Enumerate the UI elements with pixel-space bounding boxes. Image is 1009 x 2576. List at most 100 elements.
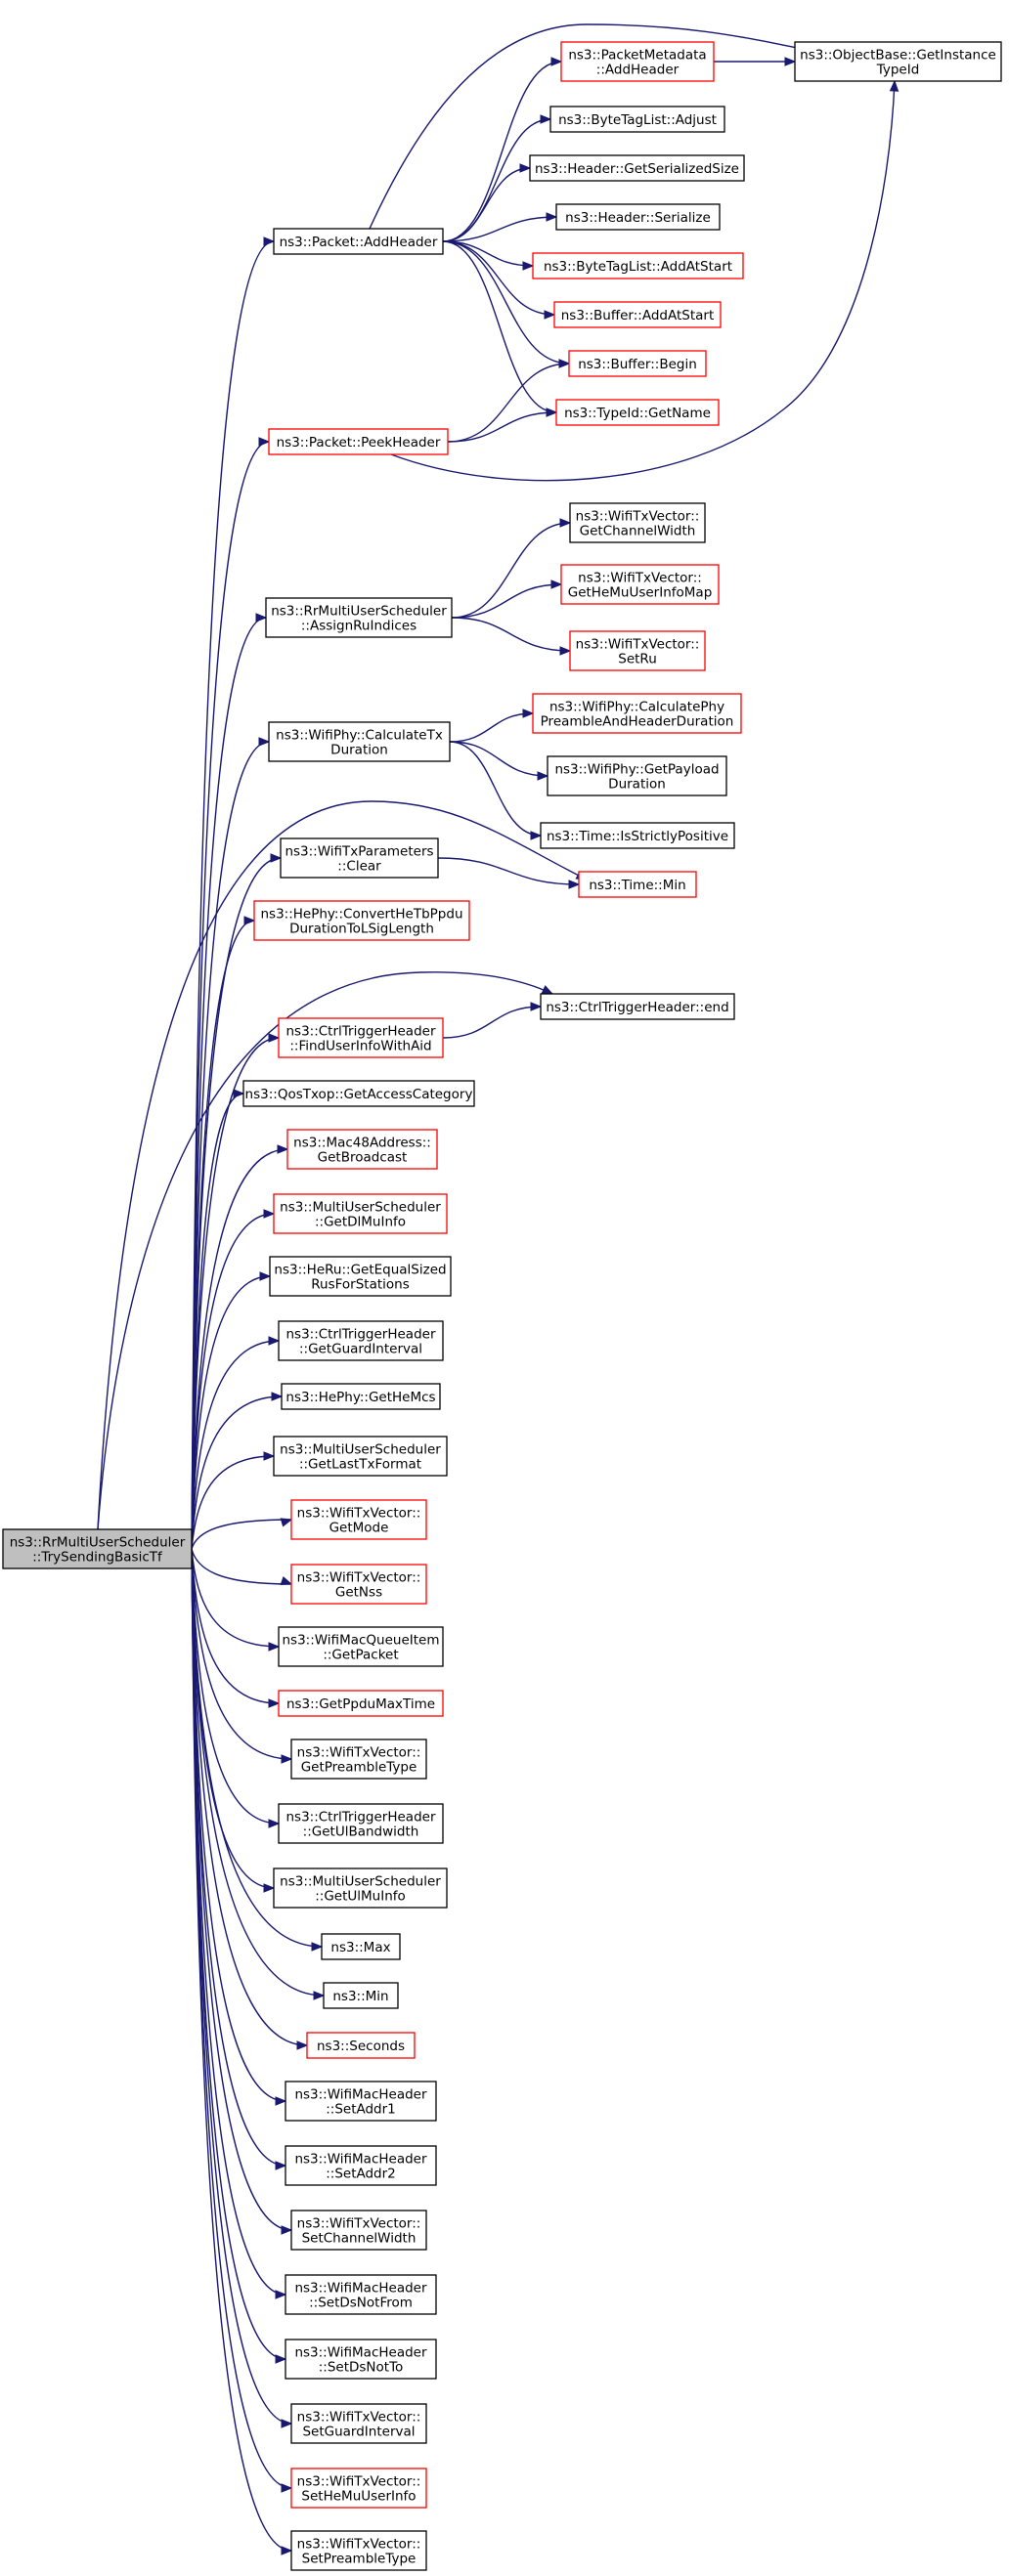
call-edge-root-to-wifitxvector_getmode <box>191 1518 293 1550</box>
node-label-line: ns3::RrMultiUserScheduler <box>271 604 447 620</box>
node-time_min[interactable]: ns3::Time::Min <box>578 871 697 898</box>
node-box <box>273 1868 448 1909</box>
node-bytetaglist_adjust[interactable]: ns3::ByteTagList::Adjust <box>549 106 725 133</box>
arrowhead-icon <box>784 57 797 66</box>
node-box <box>569 502 706 543</box>
node-label-line: ns3::Mac48Address:: <box>293 1136 431 1151</box>
node-ctrltriggerheader_getulbandwidth[interactable]: ns3::CtrlTriggerHeader::GetUlBandwidth <box>278 1803 444 1844</box>
node-label-line: ns3::CtrlTriggerHeader <box>285 1810 435 1825</box>
node-hephy_gethemcs[interactable]: ns3::HePhy::GetHeMcs <box>281 1383 441 1410</box>
node-label-line: ns3::MultiUserScheduler <box>280 1874 441 1890</box>
node-wifimacheader_setaddr2[interactable]: ns3::WifiMacHeader::SetAddr2 <box>285 2145 437 2186</box>
arrowhead-icon <box>268 1033 281 1043</box>
arrowhead-icon <box>550 580 563 589</box>
node-box <box>323 1982 399 2009</box>
arrowhead-icon <box>889 79 899 92</box>
node-label-line: ns3::Packet::AddHeader <box>280 235 438 250</box>
node-wifitxvector_getchannelwidth[interactable]: ns3::WifiTxVector::GetChannelWidth <box>569 502 706 543</box>
arrowhead-icon <box>270 853 283 863</box>
call-edge-root-to-wifimacheader_setdsnotto <box>191 1548 287 2364</box>
call-edge-root-to-wifitxvector_getnss <box>191 1548 293 1585</box>
node-wifitxvector_setchannelwidth[interactable]: ns3::WifiTxVector::SetChannelWidth <box>290 2210 427 2251</box>
node-bytetaglist_addatstart[interactable]: ns3::ByteTagList::AddAtStart <box>532 252 744 279</box>
edge-line <box>191 1548 292 1585</box>
node-label-line: SetPreambleType <box>302 2552 417 2567</box>
node-header_serialize[interactable]: ns3::Header::Serialize <box>555 203 721 231</box>
node-buffer_addatstart[interactable]: ns3::Buffer::AddAtStart <box>553 301 722 328</box>
node-mus_getlasttxformat[interactable]: ns3::MultiUserScheduler::GetLastTxFormat <box>273 1436 448 1477</box>
node-box <box>547 755 727 796</box>
call-edge-packet_addheader-to-header_getserializedsize <box>442 163 532 242</box>
call-edge-root-to-mus_getdlmuinfo <box>191 1209 276 1550</box>
node-wifitxvector_getmode[interactable]: ns3::WifiTxVector::GetMode <box>290 1499 427 1540</box>
node-label-line: ns3::WifiPhy::GetPayload <box>554 762 719 778</box>
node-box <box>285 2339 437 2380</box>
node-packet_peekheader[interactable]: ns3::Packet::PeekHeader <box>268 428 449 455</box>
node-wifiphy_calculatephypreamble[interactable]: ns3::WifiPhy::CalculatePhyPreambleAndHea… <box>532 693 742 734</box>
node-mus_getdlmuinfo[interactable]: ns3::MultiUserScheduler::GetDlMuInfo <box>273 1193 448 1234</box>
call-edge-packet_peekheader-to-typeid_getname <box>447 408 558 443</box>
node-wifitxparameters_clear[interactable]: ns3::WifiTxParameters::Clear <box>280 837 439 879</box>
node-buffer_begin[interactable]: ns3::Buffer::Begin <box>568 350 707 377</box>
node-rrmus_assignruindices[interactable]: ns3::RrMultiUserScheduler::AssignRuIndic… <box>265 597 453 638</box>
node-wifitxvector_setru[interactable]: ns3::WifiTxVector::SetRu <box>569 630 706 671</box>
edge-line <box>442 1006 542 1039</box>
node-getppdumaxtime[interactable]: ns3::GetPpduMaxTime <box>278 1690 444 1717</box>
node-ctrltriggerheader_getguardinterval[interactable]: ns3::CtrlTriggerHeader::GetGuardInterval <box>278 1320 444 1361</box>
call-edge-root-to-wifitxvector_getpreambletype <box>191 1548 293 1764</box>
node-box <box>794 41 1002 82</box>
node-box <box>532 252 744 279</box>
node-packetmetadata_addheader[interactable]: ns3::PacketMetadata::AddHeader <box>560 41 715 82</box>
node-qostxop_getaccesscategory[interactable]: ns3::QosTxop::GetAccessCategory <box>242 1080 475 1107</box>
arrowhead-icon <box>243 916 256 925</box>
node-hephy_convertheltbppdu[interactable]: ns3::HePhy::ConvertHeTbPpduDurationToLSi… <box>253 900 470 941</box>
node-box <box>532 693 742 734</box>
node-box <box>2 1528 193 1569</box>
node-label-line: ns3::Buffer::AddAtStart <box>561 308 715 323</box>
node-mac48address_getbroadcast[interactable]: ns3::Mac48Address::GetBroadcast <box>286 1129 438 1170</box>
node-packet_addheader[interactable]: ns3::Packet::AddHeader <box>273 228 444 255</box>
node-ctrltriggerheader_finduserinfowithaid[interactable]: ns3::CtrlTriggerHeader::FindUserInfoWith… <box>278 1017 444 1058</box>
node-max[interactable]: ns3::Max <box>321 1933 401 1960</box>
node-wifitxvector_setpreambletype[interactable]: ns3::WifiTxVector::SetPreambleType <box>290 2530 427 2571</box>
edge-line <box>191 617 267 1550</box>
node-time_isstrictlypositive[interactable]: ns3::Time::IsStrictlyPositive <box>540 822 735 849</box>
node-wifitxvector_sethemuuserinfo[interactable]: ns3::WifiTxVector::SetHeMuUserInfo <box>290 2468 427 2509</box>
node-wifitxvector_getpreambletype[interactable]: ns3::WifiTxVector::GetPreambleType <box>290 1739 427 1780</box>
node-label-line: PreambleAndHeaderDuration <box>541 714 734 730</box>
arrowhead-icon <box>275 2290 287 2299</box>
node-label-line: ns3::WifiTxParameters <box>285 844 433 860</box>
node-wifimacheader_setdsnotto[interactable]: ns3::WifiMacHeader::SetDsNotTo <box>285 2339 437 2380</box>
node-label-line: SetChannelWidth <box>302 2231 417 2247</box>
node-wifimacheader_setaddr1[interactable]: ns3::WifiMacHeader::SetAddr1 <box>285 2081 437 2122</box>
arrowhead-icon <box>540 114 552 124</box>
call-edge-packetmetadata_addheader-to-objectbase_getinstancetypeid <box>714 57 797 66</box>
call-edge-root-to-packet_addheader <box>191 236 276 1550</box>
arrowhead-icon <box>530 1002 543 1011</box>
node-seconds[interactable]: ns3::Seconds <box>306 2032 416 2059</box>
node-wifimacqueueitem_getpacket[interactable]: ns3::WifiMacQueueItem::GetPacket <box>278 1626 444 1667</box>
node-typeid_getname[interactable]: ns3::TypeId::GetName <box>555 399 720 426</box>
edge-line <box>449 741 542 837</box>
node-label-line: ns3::Seconds <box>317 2039 405 2054</box>
node-wifitxvector_setguardinterval[interactable]: ns3::WifiTxVector::SetGuardInterval <box>290 2403 427 2444</box>
node-mus_getulmuinfo[interactable]: ns3::MultiUserScheduler::GetUlMuInfo <box>273 1868 448 1909</box>
node-min[interactable]: ns3::Min <box>323 1982 399 2009</box>
node-label-line: ns3::ObjectBase::GetInstance <box>800 48 996 64</box>
node-header_getserializedsize[interactable]: ns3::Header::GetSerializedSize <box>529 154 745 182</box>
edge-line <box>191 1340 280 1550</box>
node-ctrltriggerheader_end[interactable]: ns3::CtrlTriggerHeader::end <box>540 993 735 1020</box>
edge-line <box>191 1455 275 1550</box>
node-box <box>290 1499 427 1540</box>
node-wifitxvector_getnss[interactable]: ns3::WifiTxVector::GetNss <box>290 1564 427 1605</box>
node-wifitxvector_gethemuuserinfomap[interactable]: ns3::WifiTxVector::GetHeMuUserInfoMap <box>560 564 720 605</box>
node-label-line: ns3::WifiMacHeader <box>294 2087 427 2103</box>
arrowhead-icon <box>568 880 581 889</box>
node-label-line: ns3::QosTxop::GetAccessCategory <box>245 1087 473 1102</box>
node-wifimacheader_setdsnotfrom[interactable]: ns3::WifiMacHeader::SetDsNotFrom <box>285 2274 437 2315</box>
